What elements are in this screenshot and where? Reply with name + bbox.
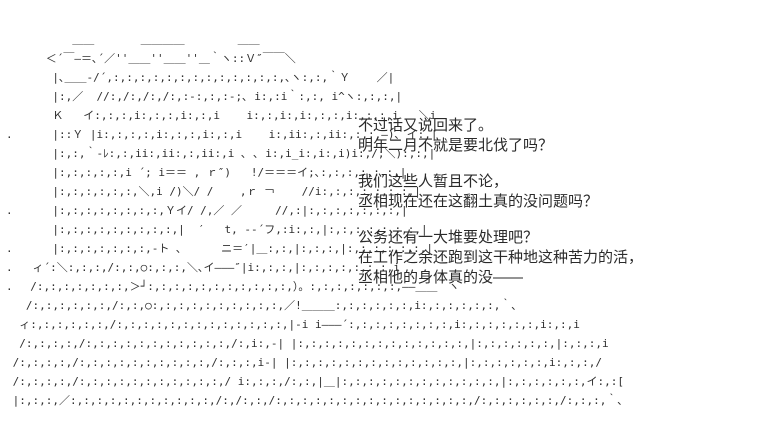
- ascii-art-character: ＿＿ ＿＿＿＿ ＿＿ ＜´￣—＝､´／''＿＿''＿＿''＿｀ヽ::Ｖ″￣￣＼ …: [6, 33, 625, 407]
- dialogue-line: 丞相他的身体真的没——: [358, 269, 524, 286]
- dialogue-paragraph: 不过话又说回来了。 明年二月不就是要北伐了吗？: [358, 116, 643, 156]
- dialogue-line: 我们这些人暂且不论，: [358, 173, 509, 190]
- dialogue-paragraph: 公务还有一大堆要处理吧？ 在工作之余还跑到这干种地这种苦力的活， 丞相他的身体真…: [358, 228, 643, 288]
- dialogue-line: 明年二月不就是要北伐了吗？: [358, 137, 554, 154]
- dialogue-line: 在工作之余还跑到这干种地这种苦力的活，: [358, 249, 644, 266]
- dialogue-line: 丞相现在还在这翻土真的没问题吗？: [358, 193, 599, 210]
- dialogue-line: 不过话又说回来了。: [358, 117, 494, 134]
- dialogue-text-block: 不过话又说回来了。 明年二月不就是要北伐了吗？ 我们这些人暂且不论， 丞相现在还…: [358, 116, 643, 304]
- dialogue-line: 公务还有一大堆要处理吧？: [358, 229, 539, 246]
- dialogue-paragraph: 我们这些人暂且不论， 丞相现在还在这翻土真的没问题吗？: [358, 172, 643, 212]
